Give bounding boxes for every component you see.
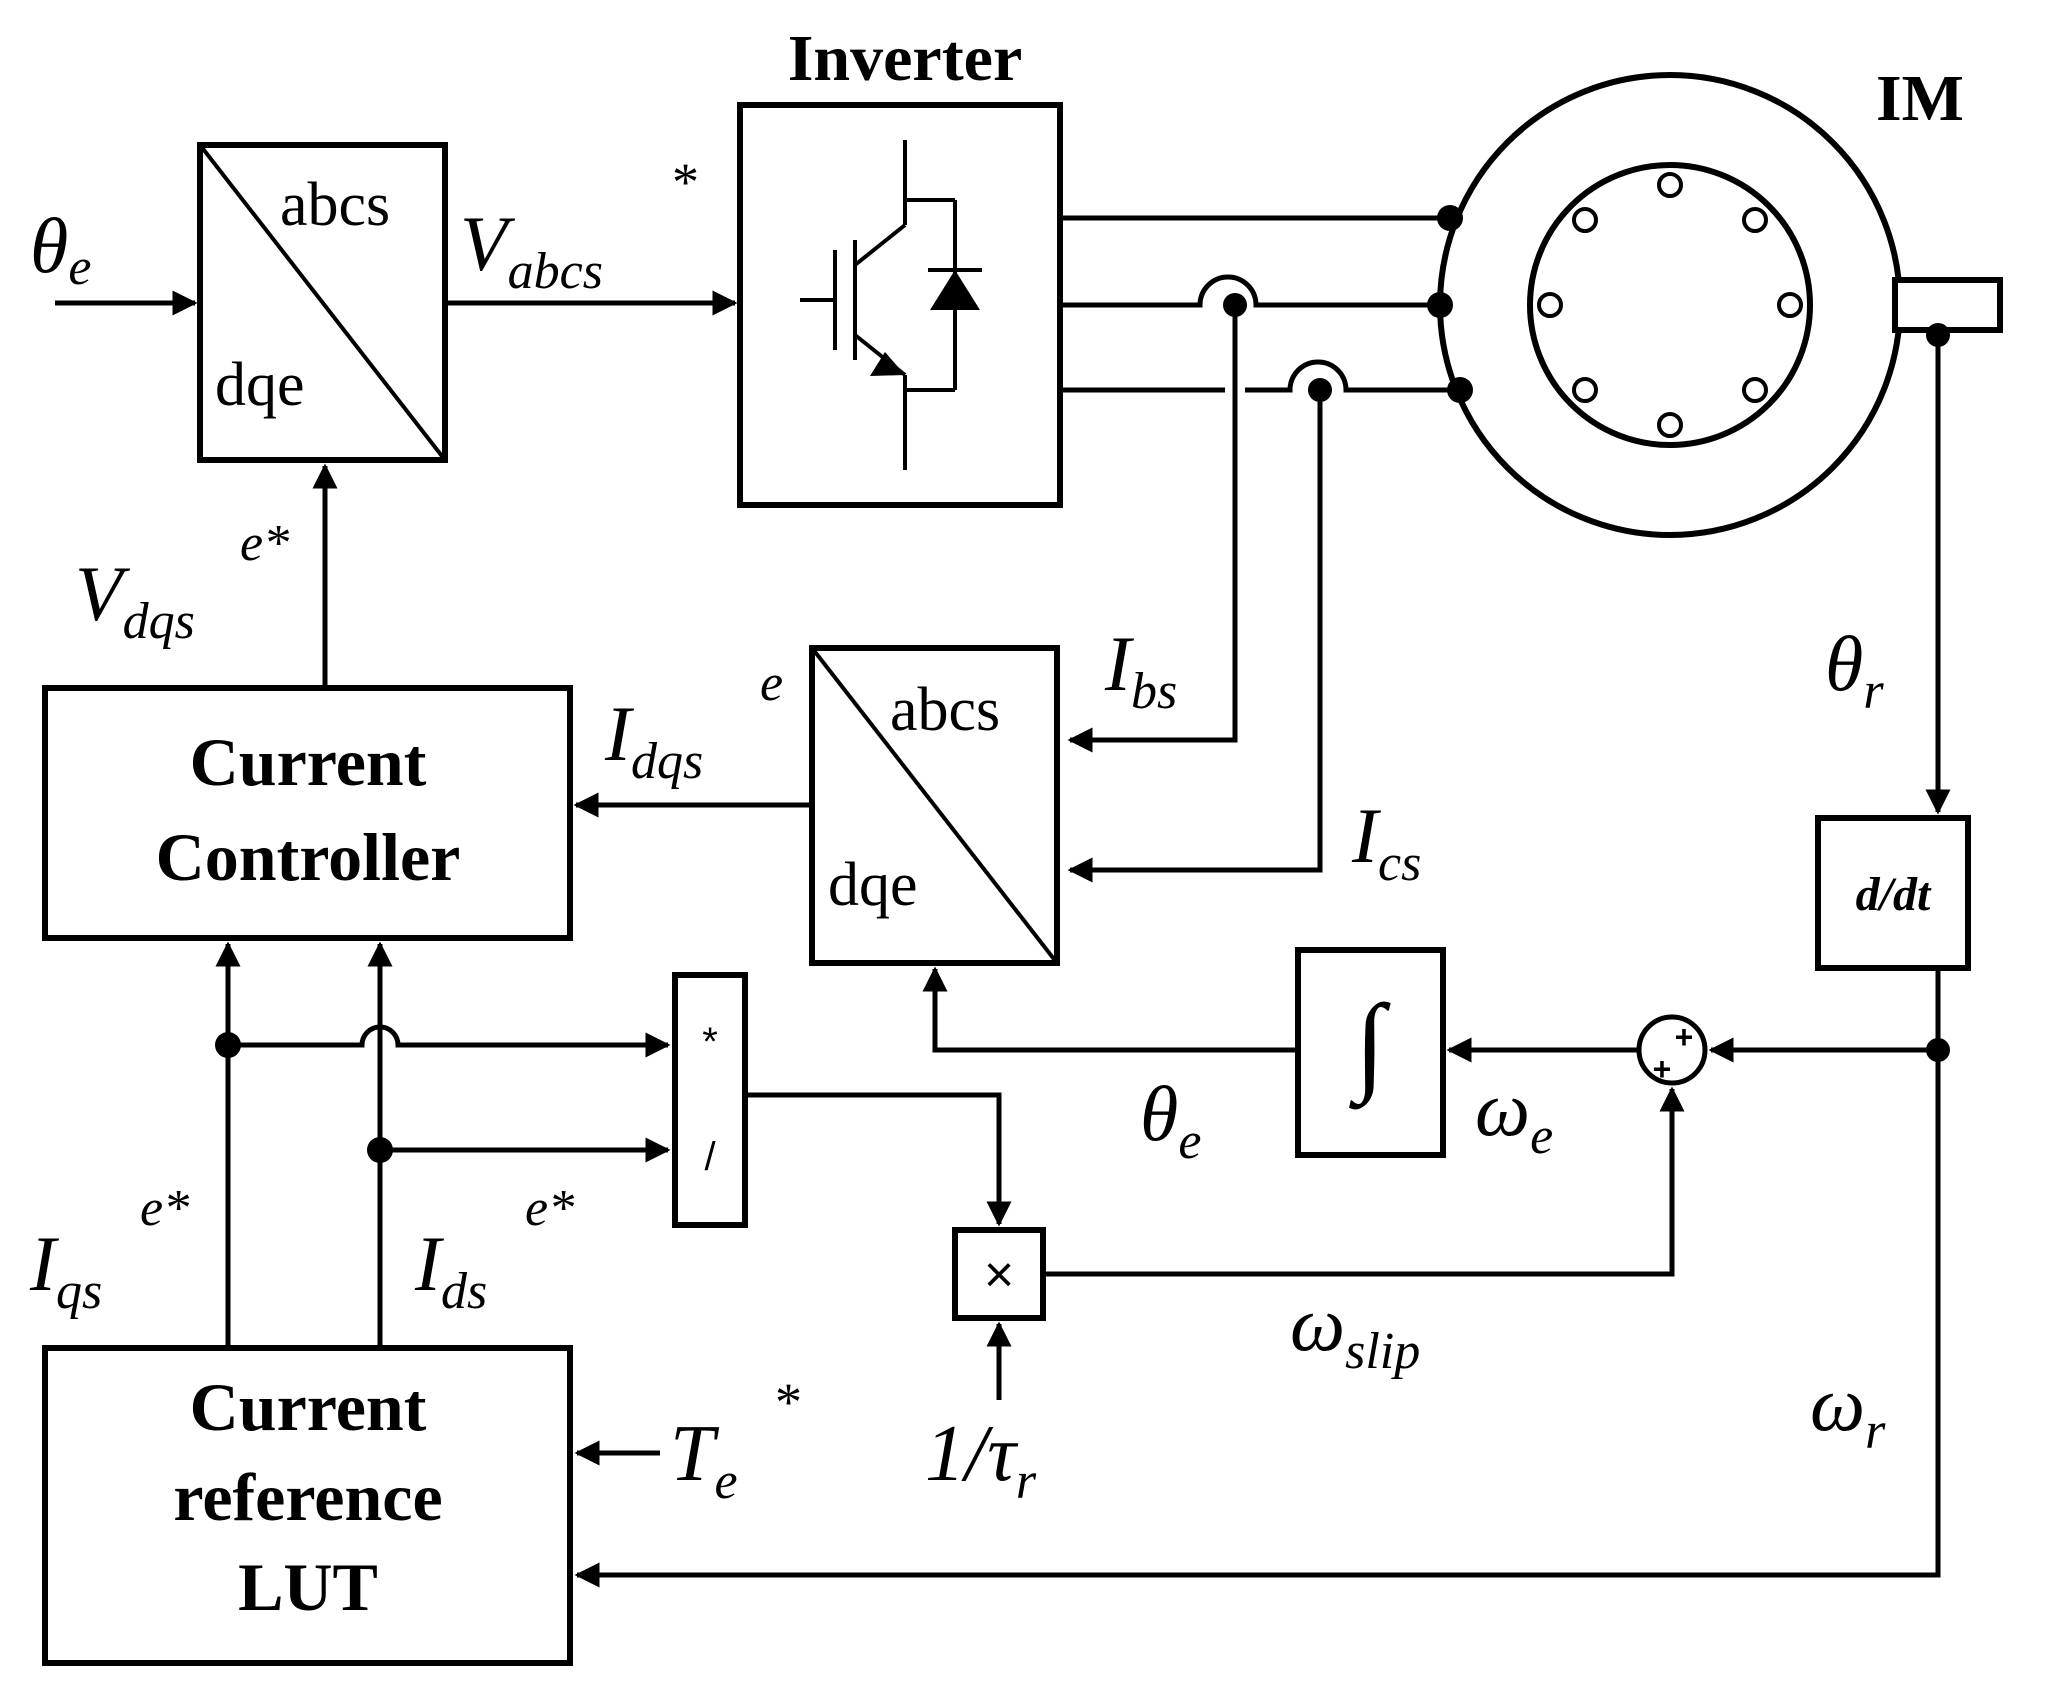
svg-text:θr: θr (1825, 620, 1884, 720)
label-theta-e-fb: θe (1140, 1070, 1201, 1170)
multiplier-block: × (952, 1227, 1046, 1321)
derivative-block: d/dt (1815, 815, 1971, 971)
svg-text:Ics: Ics (1351, 792, 1421, 892)
label-theta-e-in: θe (30, 202, 91, 296)
svg-text:*: * (672, 152, 699, 212)
svg-text:e*: e* (525, 1180, 574, 1237)
label-inv-tau-r: 1/τr (925, 1410, 1037, 1510)
current-controller-line2: Controller (156, 819, 461, 895)
multiply-icon: × (984, 1246, 1014, 1304)
transform-top-dqe: dqe (215, 351, 305, 419)
summing-junction: + + (1636, 1014, 1708, 1087)
svg-text:ωslip: ωslip (1290, 1280, 1420, 1380)
transform-block-mid: abcs dqe (809, 645, 1060, 966)
svg-text:θe: θe (1140, 1070, 1201, 1170)
transform-top-abcs: abcs (280, 171, 390, 239)
inverter-title: Inverter (788, 22, 1023, 95)
current-sense-wires (1067, 305, 1323, 883)
svg-text:Ids: Ids (414, 1220, 487, 1320)
summer-sign-2: + (1653, 1051, 1672, 1087)
induction-motor: IM (1437, 62, 2003, 538)
svg-text:Te: Te (670, 1410, 738, 1510)
summer-sign-1: + (1675, 1019, 1694, 1055)
label-t-e: Te * (670, 1372, 802, 1510)
svg-text:θe: θe (30, 202, 91, 296)
lut-line2: reference (173, 1459, 442, 1535)
svg-text:Iqs: Iqs (29, 1220, 102, 1320)
svg-text:*: * (775, 1372, 802, 1432)
divider-block: * / (672, 972, 748, 1228)
lut-line1: Current (190, 1369, 427, 1445)
igbt-diode-icon (800, 140, 982, 470)
label-omega-r: ωr (1810, 1360, 1886, 1460)
label-theta-r: θr (1825, 620, 1884, 720)
label-omega-e: ωe (1475, 1065, 1553, 1165)
divider-denominator-mark: / (704, 1135, 716, 1179)
label-omega-slip: ωslip (1290, 1280, 1420, 1380)
svg-text:Idqs: Idqs (604, 690, 703, 790)
transform-mid-dqe: dqe (828, 851, 918, 919)
phase-wires (1060, 205, 1473, 403)
svg-text:e*: e* (240, 515, 289, 572)
integrator-block: ∫ (1295, 947, 1446, 1158)
integral-icon: ∫ (1349, 982, 1391, 1110)
transform-mid-abcs: abcs (890, 676, 1000, 744)
label-v-dqs: Vdqs e* (75, 515, 289, 650)
current-reference-lut-block: Current reference LUT (42, 1345, 573, 1666)
svg-text:1/τr: 1/τr (925, 1410, 1037, 1510)
svg-text:ωr: ωr (1810, 1360, 1886, 1460)
current-controller-line1: Current (190, 724, 427, 800)
derivative-label: d/dt (1856, 868, 1932, 921)
signal-wires (55, 290, 1951, 1588)
svg-text:ωe: ωe (1475, 1065, 1553, 1165)
svg-text:Vabcs: Vabcs (460, 200, 603, 300)
label-i-qs: Iqs e* (29, 1180, 189, 1320)
label-i-cs: Ics (1351, 792, 1421, 892)
inverter-block: Inverter (737, 22, 1063, 508)
svg-text:Vdqs: Vdqs (75, 550, 195, 650)
svg-text:e*: e* (140, 1180, 189, 1237)
svg-text:e: e (760, 655, 783, 712)
rotor-bars-icon (1537, 172, 1803, 438)
current-controller-block: Current Controller (42, 685, 573, 941)
motor-title: IM (1876, 62, 1964, 135)
label-i-bs: Ibs (1104, 620, 1177, 720)
label-i-dqs: Idqs e (604, 655, 783, 790)
lut-line3: LUT (238, 1549, 378, 1625)
label-i-ds: Ids e* (414, 1180, 574, 1320)
divider-numerator-mark: * (702, 1020, 718, 1064)
label-v-abcs: Vabcs * (460, 152, 699, 300)
motor-shaft (1892, 277, 2003, 333)
transform-block-top: abcs dqe (197, 142, 448, 463)
svg-text:Ibs: Ibs (1104, 620, 1177, 720)
